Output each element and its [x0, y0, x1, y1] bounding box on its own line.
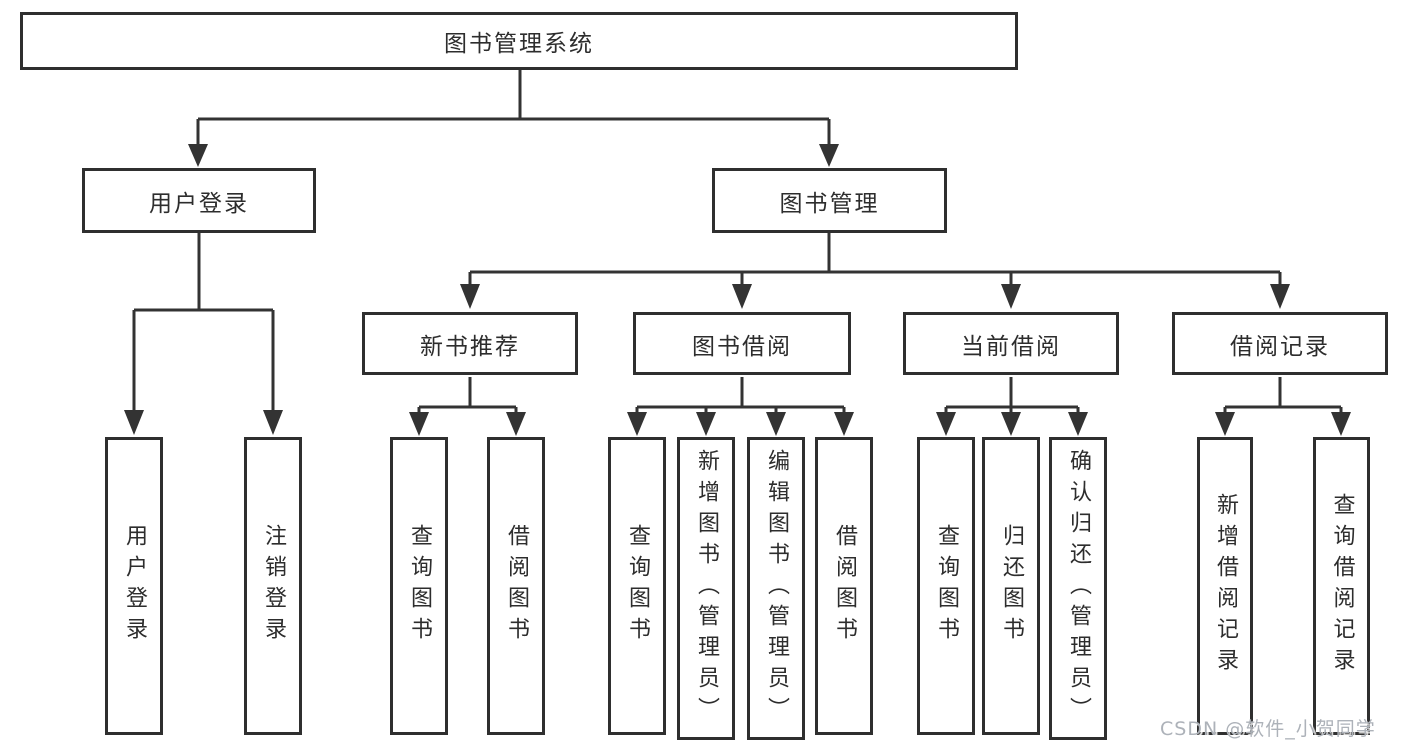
node-borrowing-records-label: 借阅记录 [1230, 333, 1330, 360]
leaf-query-borrow-record: 查询借阅记录 [1313, 437, 1370, 735]
leaf-query-books-borrowing-label: 查询图书 [625, 524, 650, 648]
leaf-query-books-recommend-label: 查询图书 [407, 524, 432, 648]
node-root: 图书管理系统 [20, 12, 1018, 70]
node-borrowing-records: 借阅记录 [1172, 312, 1388, 375]
node-book-borrowing-label: 图书借阅 [692, 333, 792, 360]
node-new-book-recommendation-label: 新书推荐 [420, 333, 520, 360]
leaf-confirm-return-admin: 确认归还（管理员） [1049, 437, 1107, 740]
leaf-borrow-books-recommend: 借阅图书 [487, 437, 545, 735]
node-current-borrowing: 当前借阅 [903, 312, 1119, 375]
watermark: CSDN @软件_小贺同学 [1160, 718, 1376, 740]
leaf-return-books: 归还图书 [982, 437, 1040, 735]
leaf-add-borrow-record-label: 新增借阅记录 [1213, 493, 1238, 679]
leaf-edit-book-admin: 编辑图书（管理员） [747, 437, 805, 740]
leaf-user-login-label: 用户登录 [122, 524, 147, 648]
leaf-borrow-books-borrowing: 借阅图书 [815, 437, 873, 735]
leaf-query-books-current-label: 查询图书 [934, 524, 959, 648]
node-user-login-label: 用户登录 [149, 190, 249, 217]
leaf-add-borrow-record: 新增借阅记录 [1197, 437, 1253, 735]
leaf-user-login: 用户登录 [105, 437, 163, 735]
leaf-return-books-label: 归还图书 [999, 524, 1024, 648]
leaf-query-books-borrowing: 查询图书 [608, 437, 666, 735]
leaf-borrow-books-recommend-label: 借阅图书 [504, 524, 529, 648]
leaf-edit-book-admin-label: 编辑图书（管理员） [764, 449, 789, 728]
node-current-borrowing-label: 当前借阅 [961, 333, 1061, 360]
node-root-label: 图书管理系统 [444, 31, 594, 57]
node-book-management: 图书管理 [712, 168, 947, 233]
leaf-logout-label: 注销登录 [261, 524, 286, 648]
leaf-add-book-admin-label: 新增图书（管理员） [694, 449, 719, 728]
node-new-book-recommendation: 新书推荐 [362, 312, 578, 375]
node-book-borrowing: 图书借阅 [633, 312, 851, 375]
leaf-borrow-books-borrowing-label: 借阅图书 [832, 524, 857, 648]
leaf-logout: 注销登录 [244, 437, 302, 735]
leaf-query-books-current: 查询图书 [917, 437, 975, 735]
leaf-confirm-return-admin-label: 确认归还（管理员） [1066, 449, 1091, 728]
leaf-add-book-admin: 新增图书（管理员） [677, 437, 735, 740]
node-user-login: 用户登录 [82, 168, 316, 233]
leaf-query-books-recommend: 查询图书 [390, 437, 448, 735]
node-book-management-label: 图书管理 [779, 190, 880, 217]
leaf-query-borrow-record-label: 查询借阅记录 [1329, 493, 1355, 679]
